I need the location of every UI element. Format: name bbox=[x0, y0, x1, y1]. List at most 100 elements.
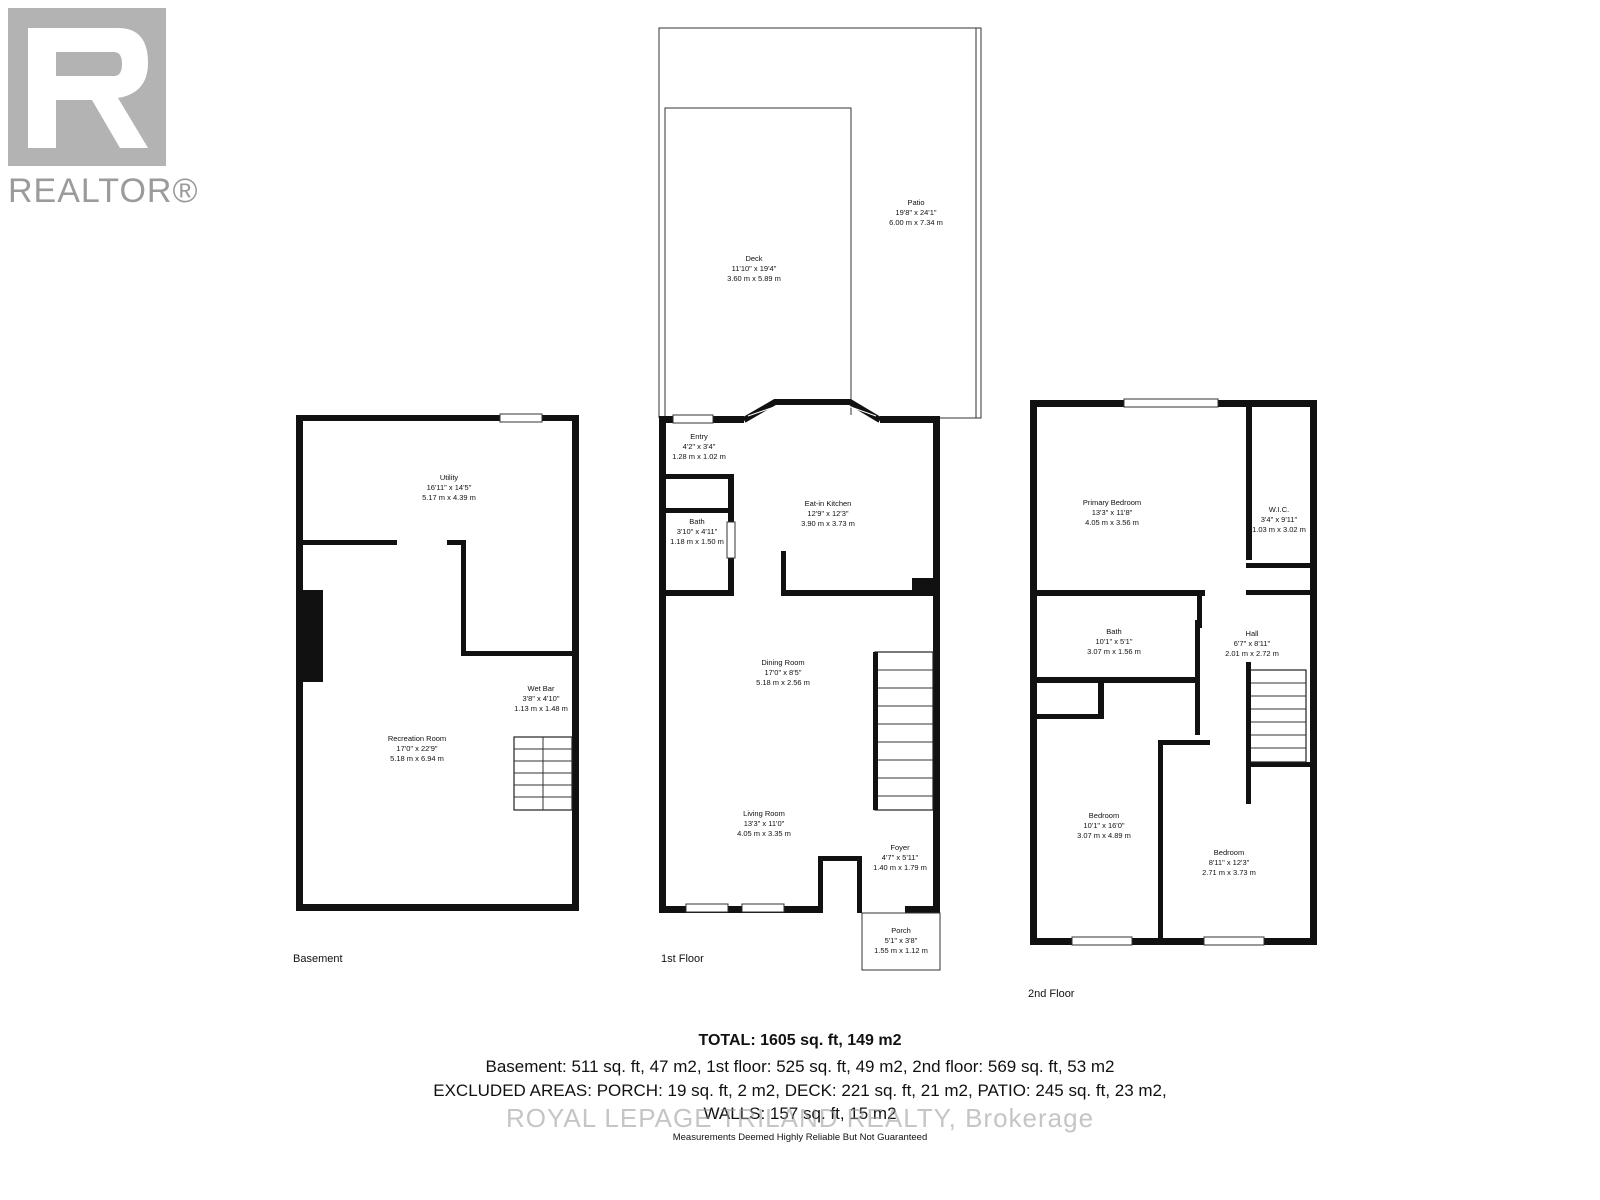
room-dim-dining: 17'0" x 8'5" bbox=[765, 668, 802, 677]
wall bbox=[1030, 938, 1317, 945]
wall bbox=[296, 415, 579, 421]
wall bbox=[781, 590, 916, 596]
wall bbox=[857, 856, 862, 913]
wall bbox=[461, 651, 572, 656]
floor-label-second: 2nd Floor bbox=[1028, 988, 1075, 1000]
realtor-logo-text: REALTOR® bbox=[8, 172, 199, 210]
room-name-porch: Porch bbox=[891, 926, 911, 935]
column bbox=[912, 578, 933, 596]
wall bbox=[1197, 590, 1202, 628]
basement-plan: Utility 16'11" x 14'5" 5.17 m x 4.39 m W… bbox=[293, 413, 579, 965]
wall bbox=[818, 856, 862, 861]
wall bbox=[303, 540, 397, 545]
fireplace bbox=[303, 590, 323, 682]
realtor-logo-mark bbox=[8, 8, 166, 166]
room-dim-primary-bedroom: 13'3" x 11'8" bbox=[1092, 508, 1133, 517]
wall bbox=[1246, 762, 1310, 767]
room-dim-porch: 5'1" x 3'8" bbox=[885, 936, 918, 945]
porch-outline bbox=[861, 912, 941, 971]
room-name-bedroom-2: Bedroom bbox=[1214, 848, 1244, 857]
room-name-dining: Dining Room bbox=[761, 658, 804, 667]
room-metric-bedroom-2: 2.71 m x 3.73 m bbox=[1202, 868, 1256, 877]
room-metric-recreation: 5.18 m x 6.94 m bbox=[390, 754, 444, 763]
wall bbox=[1195, 620, 1200, 735]
wall bbox=[296, 415, 303, 911]
wall bbox=[572, 415, 579, 911]
wall bbox=[873, 652, 878, 810]
wall bbox=[659, 416, 666, 913]
wall bbox=[818, 856, 823, 913]
wall bbox=[880, 416, 940, 423]
room-metric-porch: 1.55 m x 1.12 m bbox=[874, 946, 928, 955]
room-name-bath-1: Bath bbox=[689, 517, 704, 526]
realtor-r-icon bbox=[8, 8, 166, 166]
excluded-areas: EXCLUDED AREAS: PORCH: 19 sq. ft, 2 m2, … bbox=[433, 1081, 1167, 1100]
brokerage-watermark: ROYAL LEPAGE TRILAND REALTY, Brokerage bbox=[505, 1103, 1095, 1133]
wall bbox=[933, 416, 940, 913]
floor-areas: Basement: 511 sq. ft, 47 m2, 1st floor: … bbox=[485, 1057, 1115, 1076]
window bbox=[1071, 936, 1133, 946]
wall bbox=[296, 904, 579, 911]
wall bbox=[1246, 407, 1252, 560]
realtor-logo: REALTOR® bbox=[8, 8, 198, 210]
window bbox=[1203, 936, 1265, 946]
wall bbox=[905, 906, 940, 913]
wall bbox=[666, 590, 734, 596]
wall bbox=[447, 540, 465, 545]
patio-outline bbox=[658, 27, 982, 419]
room-metric-patio: 6.00 m x 7.34 m bbox=[889, 218, 943, 227]
room-metric-deck: 3.60 m x 5.89 m bbox=[727, 274, 781, 283]
room-name-deck: Deck bbox=[745, 254, 762, 263]
room-name-living: Living Room bbox=[743, 809, 785, 818]
room-name-bedroom-1: Bedroom bbox=[1089, 811, 1119, 820]
wall bbox=[1246, 662, 1251, 762]
wall bbox=[461, 540, 466, 655]
room-metric-wet-bar: 1.13 m x 1.48 m bbox=[514, 704, 568, 713]
window bbox=[1123, 398, 1219, 408]
window bbox=[741, 903, 785, 913]
wall bbox=[666, 474, 733, 479]
wall bbox=[1037, 677, 1197, 683]
first-floor-plan: Deck 11'10" x 19'4" 3.60 m x 5.89 m Pati… bbox=[658, 27, 982, 971]
floor-label-basement: Basement bbox=[293, 953, 343, 965]
room-dim-wic: 3'4" x 9'11" bbox=[1261, 515, 1298, 524]
room-metric-bath-1: 1.18 m x 1.50 m bbox=[670, 537, 724, 546]
room-name-bath-2: Bath bbox=[1106, 627, 1121, 636]
wall bbox=[659, 906, 823, 913]
wall bbox=[1098, 683, 1104, 718]
bay-window bbox=[742, 399, 882, 423]
room-dim-bedroom-1: 10'1" x 16'0" bbox=[1083, 821, 1124, 830]
room-dim-hall: 6'7" x 8'11" bbox=[1234, 639, 1271, 648]
wall bbox=[1246, 563, 1310, 568]
room-metric-hall: 2.01 m x 2.72 m bbox=[1225, 649, 1279, 658]
room-name-kitchen: Eat-in Kitchen bbox=[805, 499, 852, 508]
total-area: TOTAL: 1605 sq. ft, 149 m2 bbox=[698, 1032, 902, 1049]
room-name-entry: Entry bbox=[690, 432, 708, 441]
door bbox=[726, 521, 736, 559]
disclaimer: Measurements Deemed Highly Reliable But … bbox=[672, 1132, 928, 1143]
room-dim-kitchen: 12'9" x 12'3" bbox=[807, 509, 848, 518]
walls-area: WALLS: 157 sq. ft, 15 m2 bbox=[703, 1104, 897, 1123]
room-metric-wic: 1.03 m x 3.02 m bbox=[1252, 525, 1306, 534]
wall bbox=[1037, 714, 1104, 719]
wall bbox=[1246, 740, 1251, 804]
room-dim-patio: 19'8" x 24'1" bbox=[895, 208, 936, 217]
room-dim-living: 13'3" x 11'0" bbox=[744, 819, 785, 828]
wall bbox=[666, 508, 733, 513]
wall bbox=[1158, 740, 1163, 945]
wall bbox=[1030, 400, 1037, 945]
room-name-wic: W.I.C. bbox=[1269, 505, 1289, 514]
room-dim-recreation: 17'0" x 22'9" bbox=[396, 744, 437, 753]
stairs bbox=[874, 651, 934, 811]
room-dim-bath-1: 3'10" x 4'11" bbox=[677, 527, 718, 536]
wall bbox=[1037, 590, 1205, 596]
room-metric-foyer: 1.40 m x 1.79 m bbox=[873, 863, 927, 872]
room-dim-utility: 16'11" x 14'5" bbox=[427, 483, 472, 492]
room-dim-bedroom-2: 8'11" x 12'3" bbox=[1209, 858, 1250, 867]
room-dim-wet-bar: 3'8" x 4'10" bbox=[523, 694, 560, 703]
room-name-utility: Utility bbox=[440, 473, 459, 482]
room-name-wet-bar: Wet Bar bbox=[528, 684, 555, 693]
floor-label-first: 1st Floor bbox=[661, 953, 704, 965]
room-name-recreation: Recreation Room bbox=[388, 734, 446, 743]
